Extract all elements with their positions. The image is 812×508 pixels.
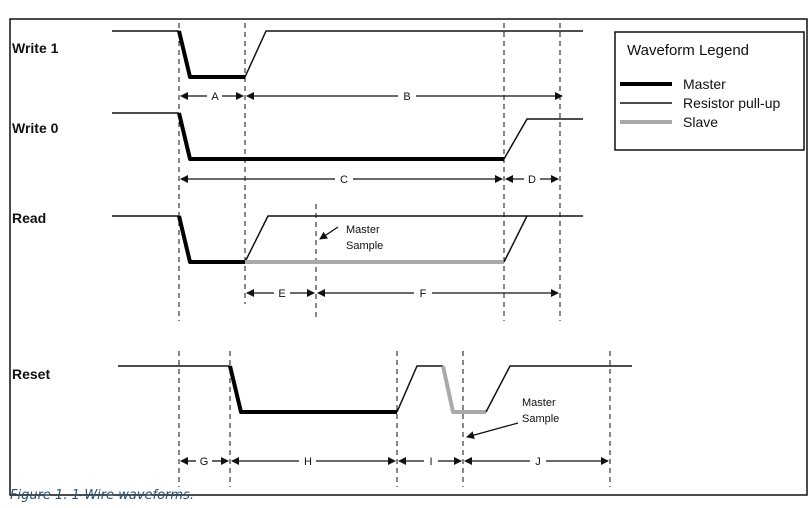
note-line: Master	[346, 224, 380, 236]
slave-trace	[441, 365, 486, 414]
note-line: Sample	[522, 413, 559, 425]
legend-title: Waveform Legend	[627, 42, 749, 59]
pullup-trace	[503, 118, 583, 160]
note-arrow	[319, 226, 339, 240]
segment-label-e: E	[278, 288, 285, 300]
figure-caption: Figure 1. 1-Wire waveforms.	[10, 488, 194, 503]
pullup-trace	[244, 30, 583, 78]
legend-item-pullup: Resistor pull-up	[683, 95, 780, 111]
segment-label-b: B	[403, 91, 410, 103]
pullup-trace	[503, 215, 528, 263]
note-arrow	[466, 422, 519, 440]
figure-frame	[9, 18, 808, 496]
pullup-trace	[485, 365, 632, 413]
pullup-trace	[244, 215, 583, 263]
row-label-write1: Write 1	[12, 40, 59, 56]
segment-label-i: I	[429, 456, 432, 468]
legend-item-master: Master	[683, 76, 726, 92]
row-label-read: Read	[12, 210, 46, 226]
master-sample-note-reset: Master Sample	[466, 397, 559, 440]
segment-label-c: C	[340, 174, 348, 186]
segment-label-a: A	[211, 91, 219, 103]
legend-box	[614, 31, 805, 151]
segment-label-g: G	[200, 456, 209, 468]
row-label-reset: Reset	[12, 366, 50, 382]
master-trace	[228, 365, 397, 414]
legend: Waveform Legend Master Resistor pull-up …	[614, 31, 805, 151]
waveform-read	[112, 215, 583, 264]
segment-label-d: D	[528, 174, 536, 186]
note-line: Sample	[346, 240, 383, 252]
segment-labels: A B C D E F G H I J	[200, 91, 541, 468]
master-trace	[177, 215, 245, 264]
row-label-write0: Write 0	[12, 120, 59, 136]
master-trace	[177, 112, 504, 161]
segment-label-j: J	[535, 456, 541, 468]
segment-label-h: H	[304, 456, 312, 468]
note-line: Master	[522, 397, 556, 409]
waveform-write1	[112, 30, 583, 79]
dimension-arrows	[180, 92, 609, 465]
master-sample-note-read: Master Sample	[319, 224, 383, 252]
master-trace	[177, 30, 245, 79]
pullup-trace	[396, 365, 443, 413]
legend-item-slave: Slave	[683, 114, 718, 130]
waveform-write0	[112, 112, 583, 161]
waveform-reset	[118, 365, 632, 414]
segment-label-f: F	[420, 288, 427, 300]
